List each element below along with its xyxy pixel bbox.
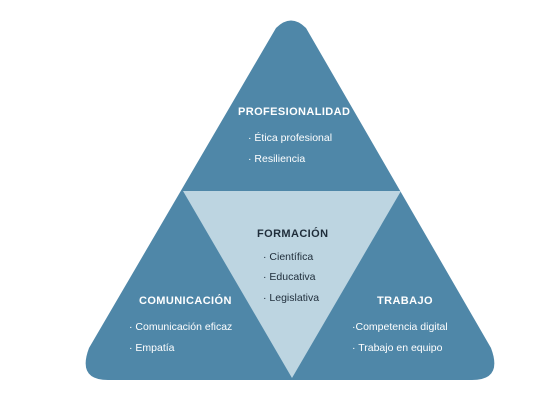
left-section-item: · Comunicación eficaz: [129, 321, 233, 333]
left-section-title: COMUNICACIÓN: [139, 295, 232, 307]
left-section-item: · Empatía: [129, 342, 175, 354]
top-section-title: PROFESIONALIDAD: [238, 106, 351, 118]
center-section-item: · Educativa: [263, 271, 316, 283]
right-section-title: TRABAJO: [377, 295, 433, 307]
center-section-title: FORMACIÓN: [257, 228, 329, 240]
center-section-item: · Legislativa: [263, 292, 320, 304]
center-section-item: · Científica: [263, 251, 314, 263]
right-section-item: ·Competencia digital: [352, 321, 448, 333]
top-section-item: · Resiliencia: [248, 153, 306, 165]
top-section-item: · Ética profesional: [248, 132, 333, 144]
inner-triangle: [183, 191, 401, 378]
right-section-item: · Trabajo en equipo: [352, 342, 443, 354]
